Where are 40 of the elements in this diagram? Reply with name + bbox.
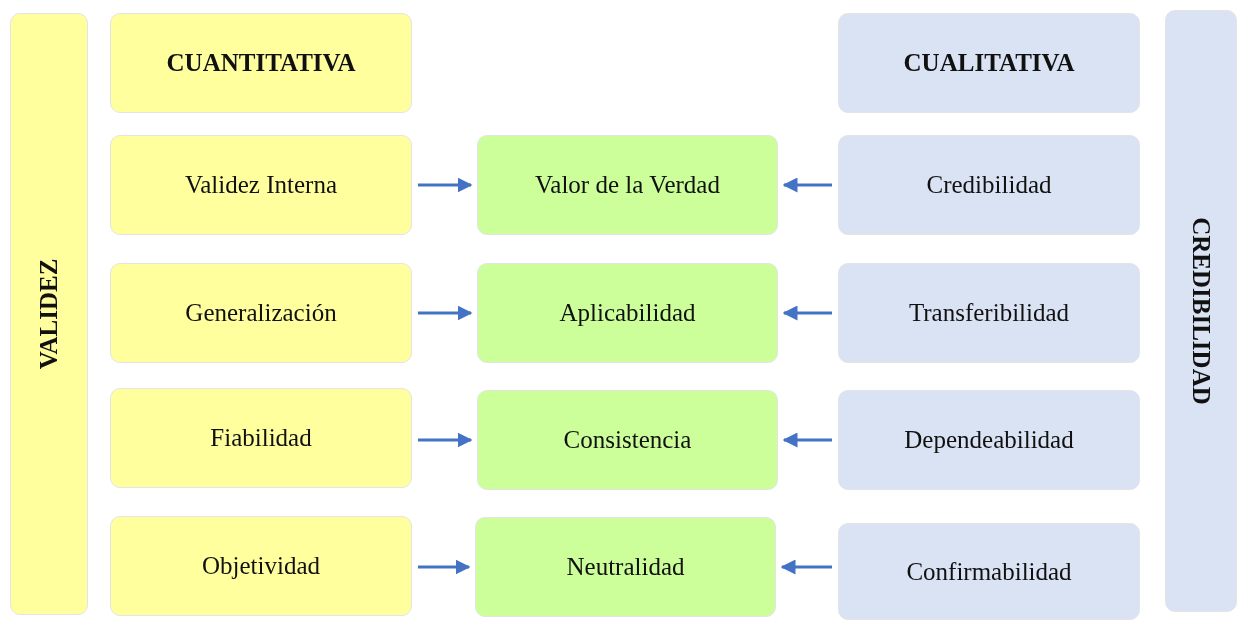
concept-box [477, 390, 778, 490]
column-heading: CUANTITATIVA [166, 49, 356, 77]
arrow [780, 559, 832, 575]
vertical-band [1165, 10, 1237, 612]
band-label: VALIDEZ [35, 258, 63, 370]
concept-label: Credibilidad [926, 171, 1052, 199]
header-box [838, 13, 1140, 113]
concept-label: Valor de la Verdad [535, 171, 720, 199]
concept-label: Aplicabilidad [559, 299, 696, 327]
concept-box [838, 263, 1140, 363]
concept-label: Confirmabilidad [906, 557, 1072, 586]
concept-label: Validez Interna [185, 171, 337, 199]
arrow [782, 432, 832, 448]
band-label: CREDIBILIDAD [1187, 217, 1215, 405]
concept-box [110, 516, 412, 616]
concept-box [110, 263, 412, 363]
concept-box [477, 135, 778, 235]
vertical-band [10, 13, 88, 615]
concept-label: Consistencia [563, 426, 692, 454]
concept-label: Objetividad [202, 552, 320, 580]
concept-label: Generalización [185, 299, 337, 327]
arrow [782, 177, 832, 193]
arrow [418, 177, 473, 193]
concept-box [838, 390, 1140, 490]
header-box [110, 13, 412, 113]
column-heading: CUALITATIVA [903, 49, 1075, 77]
arrow [782, 305, 832, 321]
concept-box [110, 388, 412, 488]
arrow [418, 432, 473, 448]
concept-label: Neutralidad [566, 553, 685, 581]
concept-box [110, 135, 412, 235]
arrow [418, 559, 471, 575]
arrow [418, 305, 473, 321]
concept-box [838, 523, 1140, 620]
concept-label: Fiabilidad [210, 424, 312, 452]
concept-box [838, 135, 1140, 235]
concept-box [477, 263, 778, 363]
concept-label: Dependeabilidad [904, 426, 1074, 454]
concept-box [475, 517, 776, 617]
concept-label: Transferibilidad [908, 299, 1070, 327]
